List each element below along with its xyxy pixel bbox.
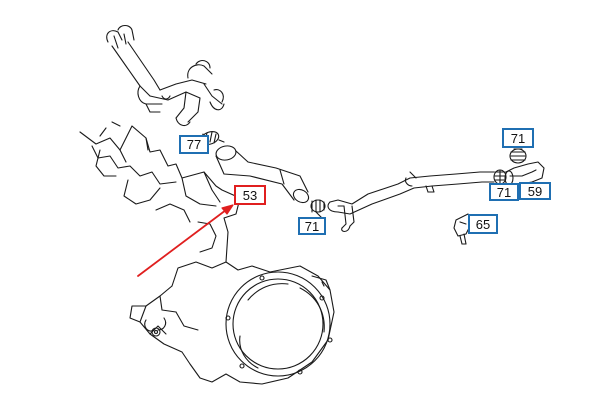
clamp-71-top: [509, 148, 527, 164]
callout-71-mid-label: 71: [496, 184, 512, 200]
clamp-71-mid: [493, 169, 507, 185]
callout-77-label: 77: [186, 137, 202, 152]
clamp-71-left: [310, 199, 326, 219]
callout-71-left-label: 71: [304, 218, 320, 234]
callout-59[interactable]: 59: [519, 182, 551, 200]
pointer-arrow: [137, 204, 234, 277]
metal-tube: [327, 171, 495, 233]
callout-71-top-label: 71: [510, 130, 526, 146]
upper-pipe-assembly: [106, 24, 225, 127]
callout-65-label: 65: [475, 216, 491, 232]
callout-59-label: 59: [527, 183, 543, 199]
callout-71-mid[interactable]: 71: [489, 183, 519, 201]
callout-71-top[interactable]: 71: [502, 128, 534, 148]
engine-block: [79, 121, 335, 385]
callout-71-left[interactable]: 71: [298, 217, 326, 235]
callout-65[interactable]: 65: [468, 214, 498, 234]
callout-53-highlighted[interactable]: 53: [234, 185, 266, 205]
callout-53-label: 53: [242, 187, 258, 203]
bell-housing: [225, 271, 333, 377]
hose-53: [215, 145, 310, 204]
callout-77[interactable]: 77: [179, 135, 209, 154]
